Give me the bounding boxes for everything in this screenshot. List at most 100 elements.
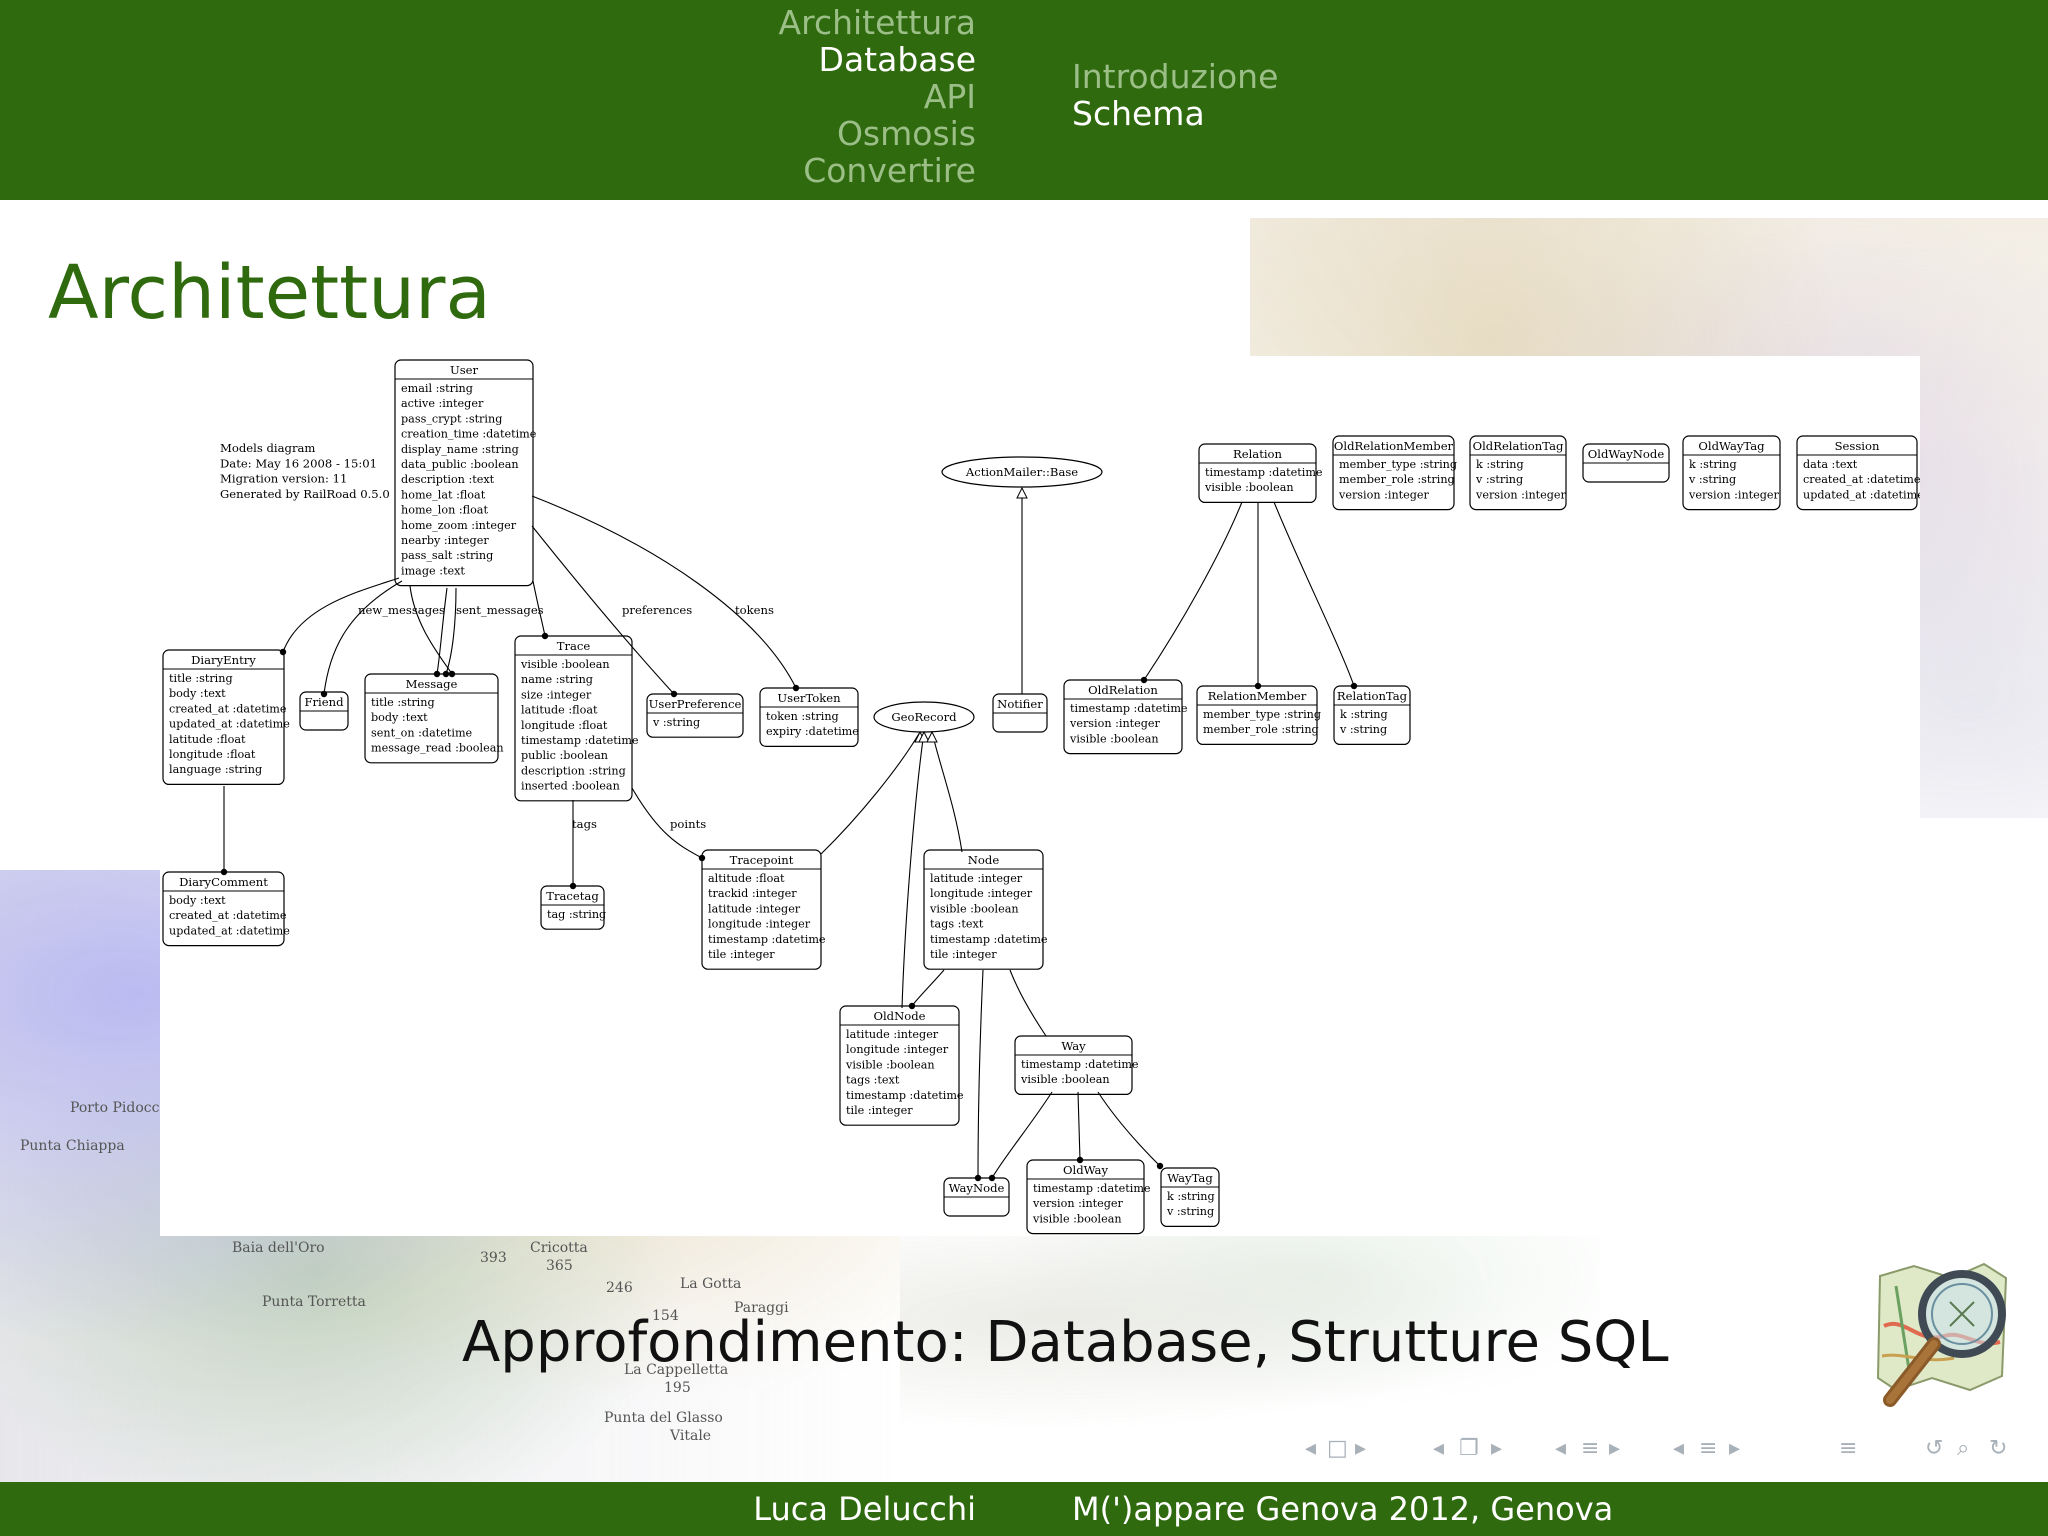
map-label: Baia dell'Oro (232, 1240, 325, 1256)
back-icon[interactable]: ↺ (1925, 1436, 1944, 1461)
model-field: nearby :integer (401, 534, 489, 547)
frame-prev-icon[interactable]: ◂ (1305, 1436, 1317, 1461)
model-field: body :text (169, 894, 226, 907)
model-field: visible :boolean (1069, 732, 1159, 745)
edge-label: new_messages (358, 603, 445, 617)
model-field: tile :integer (930, 948, 997, 961)
model-field: tile :integer (708, 948, 775, 961)
model-field: latitude :float (521, 704, 598, 717)
association-edge (820, 731, 921, 855)
section-next-icon[interactable]: ▸ (1609, 1436, 1621, 1461)
model-field: version :integer (1069, 717, 1161, 730)
model-name: WayNode (949, 1181, 1005, 1195)
model-field: pass_crypt :string (401, 412, 502, 425)
model-field: longitude :float (521, 719, 608, 732)
model-field: k :string (1689, 458, 1737, 471)
association-edge (1273, 501, 1358, 690)
association-edge (1140, 501, 1243, 684)
search-icon[interactable]: ⌕ (1957, 1436, 1970, 1461)
model-name: Way (1061, 1039, 1086, 1053)
model-field: version :integer (1688, 488, 1780, 501)
section-icon[interactable]: ≡ (1581, 1436, 1600, 1461)
model-field: timestamp :datetime (708, 933, 826, 946)
model-field: version :integer (1338, 488, 1430, 501)
model-field: description :text (401, 473, 495, 486)
doc-next-icon[interactable]: ▸ (1729, 1436, 1741, 1461)
toc-icon[interactable]: ≡ (1839, 1436, 1858, 1461)
frame-icon[interactable]: □ (1327, 1436, 1348, 1461)
nav-section-api[interactable]: API (923, 77, 976, 116)
model-field: member_role :string (1203, 723, 1319, 736)
doc-prev-icon[interactable]: ◂ (1673, 1436, 1685, 1461)
association-edge (988, 1091, 1053, 1182)
model-field: inserted :boolean (521, 780, 620, 793)
frame-title: Architettura (48, 250, 491, 336)
model-field: tile :integer (846, 1104, 913, 1117)
model-field: altitude :float (708, 872, 785, 885)
subsection-prev-icon[interactable]: ◂ (1433, 1436, 1445, 1461)
model-field: home_lon :float (401, 504, 488, 517)
model-field: updated_at :datetime (169, 718, 290, 731)
model-field: k :string (1340, 708, 1388, 721)
model-field: home_lat :float (401, 488, 486, 501)
map-label: Punta Chiappa (20, 1138, 125, 1154)
subsection-icon[interactable]: ❐ (1459, 1436, 1479, 1461)
map-label: Punta del Glasso (604, 1410, 723, 1426)
nav-subsection-introduzione[interactable]: Introduzione (1072, 57, 1279, 96)
model-field: updated_at :datetime (1803, 488, 1920, 501)
model-field: visible :boolean (1032, 1212, 1122, 1225)
model-name: Relation (1233, 447, 1283, 461)
model-name: User (450, 363, 479, 377)
model-field: tag :string (547, 908, 606, 921)
model-name: RelationMember (1208, 689, 1307, 703)
model-field: timestamp :datetime (846, 1089, 964, 1102)
model-field: size :integer (521, 688, 592, 701)
frame-next-icon[interactable]: ▸ (1355, 1436, 1367, 1461)
model-name: UserToken (777, 691, 841, 705)
association-edge (1076, 1091, 1084, 1164)
model-name: Trace (557, 639, 591, 653)
diagram-caption-line: Generated by RailRoad 0.5.0 (220, 487, 390, 501)
model-field: timestamp :datetime (1070, 702, 1188, 715)
section-prev-icon[interactable]: ◂ (1555, 1436, 1567, 1461)
nav-section-architettura[interactable]: Architettura (778, 3, 976, 42)
subsection-next-icon[interactable]: ▸ (1491, 1436, 1503, 1461)
diagram-caption-line: Date: May 16 2008 - 15:01 (220, 456, 377, 470)
model-field: updated_at :datetime (169, 924, 290, 937)
model-field: latitude :integer (708, 902, 801, 915)
model-field: visible :boolean (520, 658, 610, 671)
edge-label: tokens (735, 603, 774, 617)
model-field: email :string (401, 382, 473, 395)
model-name: OldWayNode (1588, 447, 1665, 461)
model-name: OldNode (873, 1009, 925, 1023)
model-field: created_at :datetime (169, 702, 287, 715)
association-edge (1097, 1091, 1164, 1170)
model-name: RelationTag (1337, 689, 1408, 703)
model-field: visible :boolean (1020, 1073, 1110, 1086)
model-field: language :string (169, 763, 262, 776)
model-field: expiry :datetime (766, 725, 859, 738)
association-edge (442, 587, 457, 678)
nav-subsection-schema[interactable]: Schema (1072, 94, 1205, 133)
doc-icon[interactable]: ≡ (1699, 1436, 1718, 1461)
association-edge (1009, 969, 1047, 1037)
slide-header: Architettura Database API Osmosis Conver… (0, 0, 2048, 200)
nav-section-database[interactable]: Database (818, 40, 976, 79)
association-edge (320, 580, 403, 698)
nav-section-osmosis[interactable]: Osmosis (836, 114, 976, 153)
diagram-caption-line: Migration version: 11 (220, 472, 347, 486)
forward-icon[interactable]: ↻ (1989, 1436, 2008, 1461)
slide-footer: Luca Delucchi M(')appare Genova 2012, Ge… (0, 1482, 2048, 1536)
nav-section-convertire[interactable]: Convertire (803, 151, 976, 190)
